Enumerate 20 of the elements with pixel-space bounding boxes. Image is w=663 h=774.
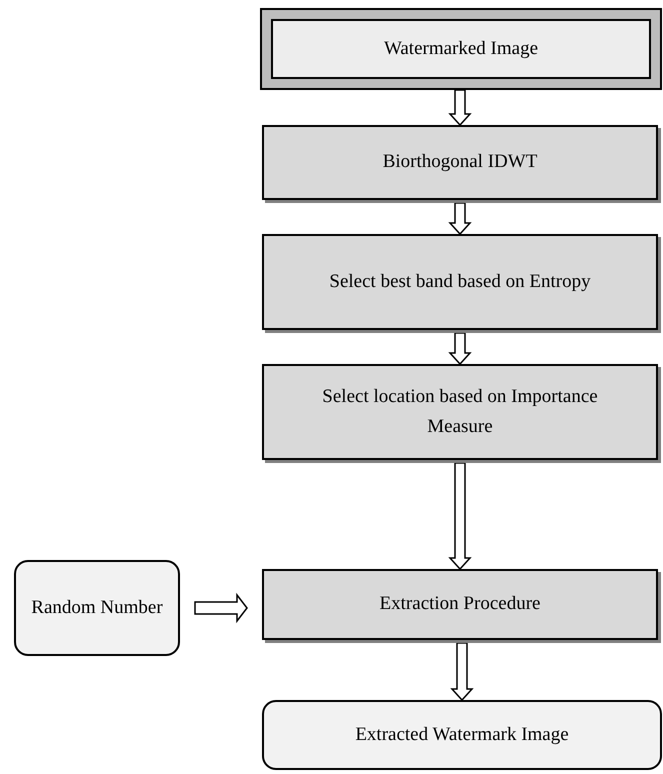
node-label: Extraction Procedure [380,592,540,616]
node-label: Extracted Watermark Image [355,722,569,747]
process-box [262,569,658,640]
block-arrow [448,462,472,570]
node-label: Random Number [31,596,163,620]
process-box [262,364,658,460]
block-arrow [448,89,472,126]
process-box [262,125,658,200]
rounded-box [262,700,662,770]
block-arrow [194,592,248,624]
node-label: Watermarked Image [384,36,538,61]
rounded-box [14,560,180,656]
node-label: Select best band based on Entropy [329,270,591,294]
node-label: Select location based on Importance Measure [321,384,599,439]
block-arrow [448,202,472,236]
node-label: Biorthogonal IDWT [382,150,538,174]
beveled-box [260,8,662,90]
block-arrow [448,332,472,366]
process-box [262,234,658,330]
block-arrow [450,642,474,702]
